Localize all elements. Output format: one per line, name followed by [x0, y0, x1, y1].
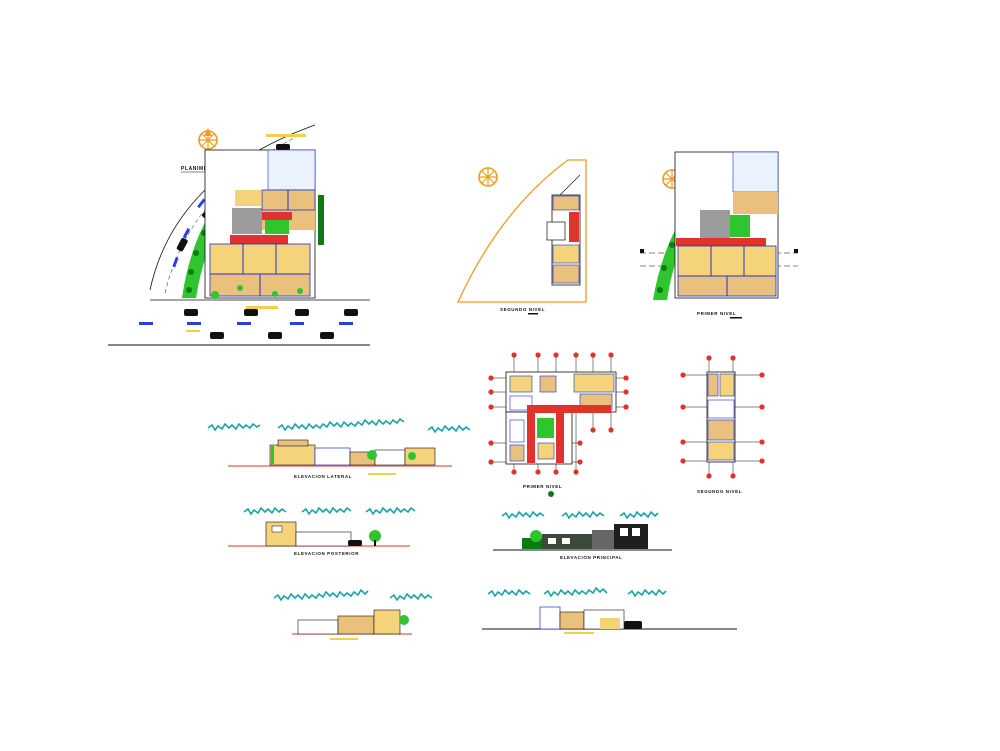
site-plan-title: PLANIMETRIA: [181, 166, 222, 172]
second-level-site: SEGUNDO NIVEL: [456, 159, 587, 315]
first-level-plan-title: PRIMER NIVEL: [523, 484, 562, 489]
grid-marker-icon: [488, 352, 629, 475]
elevation-dimension-strip: [243, 506, 416, 516]
first-level-site: PRIMER NIVEL: [640, 151, 798, 319]
second-level-plan: SEGUNDO NIVEL: [680, 355, 765, 494]
bottom-left-elevation: [273, 588, 433, 640]
side-elevation-title: ELEVACION LATERAL: [294, 474, 352, 479]
second-level-plan-title: SEGUNDO NIVEL: [697, 489, 742, 494]
rear-elevation: ELEVACION POSTERIOR: [228, 506, 416, 556]
north-arrow-icon: [478, 167, 498, 187]
elevation-dimension-strip: [501, 510, 659, 520]
side-elevation: ELEVACION LATERAL: [207, 417, 471, 479]
main-elevation: ELEVACION PRINCIPAL: [493, 510, 672, 560]
main-elevation-title: ELEVACION PRINCIPAL: [560, 555, 623, 560]
second-level-site-title: SEGUNDO NIVEL: [500, 307, 545, 312]
elevation-dimension-strip: [273, 588, 433, 602]
first-level-plan: PRIMER NIVEL: [488, 352, 629, 497]
north-arrow-icon: [548, 491, 554, 497]
grid-marker-icon: [680, 355, 765, 479]
site-plan: PLANIMETRIA: [108, 124, 370, 346]
car-icon: [176, 144, 358, 339]
north-arrow-icon: [198, 128, 218, 150]
bottom-right-elevation: [482, 586, 737, 634]
rear-elevation-title: ELEVACION POSTERIOR: [294, 551, 359, 556]
first-level-site-title: PRIMER NIVEL: [697, 311, 736, 316]
elevation-dimension-strip: [207, 417, 471, 434]
elevation-dimension-strip: [487, 586, 667, 598]
